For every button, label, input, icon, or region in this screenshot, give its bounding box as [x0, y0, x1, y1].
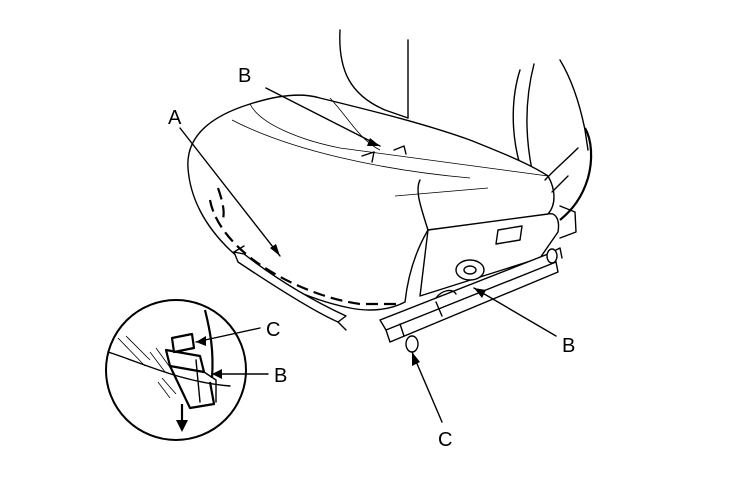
label-b-inset: B — [274, 365, 287, 387]
label-a: A — [168, 107, 182, 129]
detail-inset — [105, 299, 247, 441]
label-b-top: B — [238, 65, 251, 87]
seat-back — [339, 29, 593, 221]
side-trim — [379, 147, 579, 353]
leader-lines — [179, 87, 557, 423]
label-c-inset: C — [266, 319, 280, 341]
seat-frame — [233, 245, 347, 331]
label-b-right: B — [562, 335, 575, 357]
label-c-bottom: C — [438, 429, 452, 451]
